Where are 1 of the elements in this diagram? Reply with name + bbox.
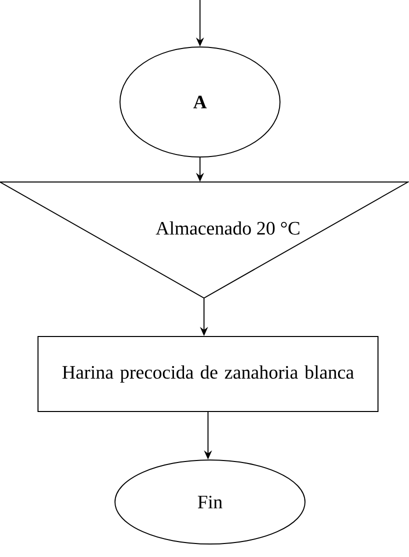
process-box: Harina precocida de zanahoria blanca <box>38 336 378 412</box>
